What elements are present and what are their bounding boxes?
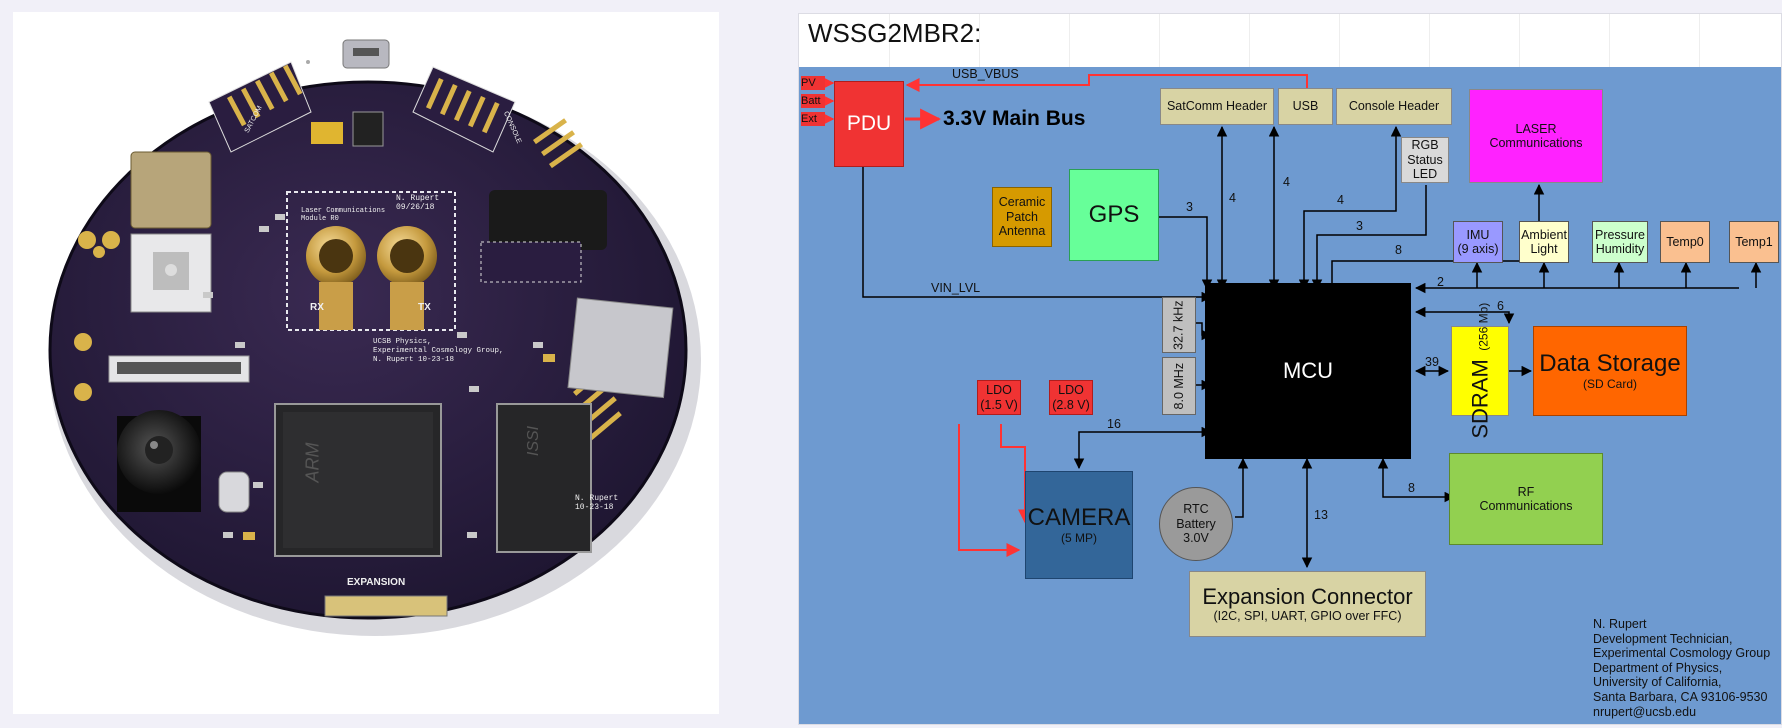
rf-coil	[489, 190, 607, 250]
ldo-2v8-block: LDO (2.8 V)	[1049, 380, 1093, 415]
camera-sub-label: (5 MP)	[1061, 530, 1097, 545]
silk-tx: TX	[418, 302, 431, 313]
crystal-8mhz-label: 8.0 MHz	[1171, 362, 1186, 410]
bus-width-sdram: 39	[1425, 355, 1439, 369]
gps-block: GPS	[1069, 169, 1159, 261]
bus-width-camera: 16	[1107, 417, 1121, 431]
temp0-block: Temp0	[1660, 221, 1710, 263]
storage-sub-label: (SD Card)	[1582, 376, 1637, 391]
bus-width-sensors: 2	[1437, 275, 1444, 289]
bus-width-rf: 8	[1408, 481, 1415, 495]
silk-mcu-brand: ARM	[302, 442, 323, 483]
sd-card-slot	[567, 297, 674, 399]
camera-label: CAMERA	[1027, 504, 1131, 532]
crystal-32khz-label: 32.7 kHz	[1171, 300, 1186, 350]
main-bus-label: 3.3V Main Bus	[943, 107, 1086, 130]
sdram-label: SDRAM	[1467, 359, 1493, 439]
silk-ucsb: UCSB Physics, Experimental Cosmology Gro…	[373, 338, 504, 364]
pressure-humidity-block: Pressure Humidity	[1592, 221, 1648, 263]
expansion-label: Expansion Connector	[1202, 584, 1413, 610]
storage-label: Data Storage	[1539, 350, 1681, 378]
bus-width-usb: 4	[1283, 175, 1290, 189]
sdram-block: SDRAM (256 Mb)	[1451, 303, 1509, 439]
bus-width-satcomm: 4	[1229, 191, 1236, 205]
silk-date: N. Rupert 10-23-18	[575, 494, 619, 512]
data-storage-block: Data Storage (SD Card)	[1533, 326, 1687, 416]
expansion-connector-block: Expansion Connector (I2C, SPI, UART, GPI…	[1189, 571, 1426, 637]
ldo-1v5-block: LDO (1.5 V)	[977, 380, 1021, 415]
author-signature: N. Rupert Development Technician, Experi…	[1593, 617, 1771, 719]
bus-width-storage: 6	[1497, 299, 1504, 313]
silk-header: N. Rupert 09/26/18	[396, 194, 440, 212]
satcom-header	[208, 61, 312, 153]
input-ext: Ext	[801, 112, 825, 126]
console-header	[412, 66, 516, 153]
console-header-block: Console Header	[1336, 88, 1452, 125]
crystal-32khz: 32.7 kHz	[1162, 297, 1196, 353]
sdram-chip	[496, 403, 592, 553]
vin-lvl-label: VIN_LVL	[931, 281, 981, 295]
expansion-sub-label: (I2C, SPI, UART, GPIO over FFC)	[1213, 609, 1402, 624]
expansion-ffc	[324, 595, 448, 617]
silk-expansion: EXPANSION	[347, 577, 406, 588]
ambient-light-block: Ambient Light	[1519, 221, 1569, 263]
silk-laser-title: Laser Communications Module R0	[301, 207, 386, 223]
board-photo: N. Rupert 09/26/18 Laser Communications …	[13, 12, 719, 714]
rf-comm-block: RF Communications	[1449, 453, 1603, 545]
imu-block: IMU (9 axis)	[1453, 221, 1503, 263]
mcu-block: MCU	[1205, 283, 1411, 459]
silk-rx: RX	[310, 302, 324, 313]
sdram-size-label: (256 Mb)	[1476, 303, 1491, 352]
laser-module-outline	[286, 191, 456, 331]
sdram-text: SDRAM (256 Mb)	[1467, 303, 1492, 439]
connection-lines	[820, 74, 1762, 569]
bus-width-expansion: 13	[1314, 508, 1328, 522]
pdu-block: PDU	[834, 81, 904, 167]
bus-width-rgb: 3	[1356, 219, 1363, 233]
silk-ram-brand: ISSI	[525, 425, 543, 457]
diagram-title: WSSG2MBR2:	[808, 18, 982, 48]
camera-block: CAMERA (5 MP)	[1025, 471, 1133, 579]
bus-width-gps: 3	[1186, 200, 1193, 214]
ceramic-antenna-block: Ceramic Patch Antenna	[992, 187, 1052, 247]
laser-comm-block: LASER Communications	[1469, 89, 1603, 183]
temp1-block: Temp1	[1729, 221, 1779, 263]
input-batt: Batt	[801, 94, 825, 108]
rgb-led-block: RGB Status LED	[1401, 137, 1449, 183]
crystal-8mhz: 8.0 MHz	[1162, 357, 1196, 415]
input-pv: PV	[801, 76, 825, 90]
usb-block: USB	[1278, 88, 1333, 125]
pcb-illustration	[48, 39, 701, 636]
diagram-canvas: PV Batt Ext PDU 3.3V Main Bus USB_VBUS V…	[799, 67, 1781, 724]
gps-module	[130, 151, 212, 229]
satcomm-header-block: SatComm Header	[1160, 88, 1274, 125]
rtc-battery-block: RTC Battery 3.0V	[1159, 487, 1233, 561]
block-diagram: WSSG2MBR2:	[798, 13, 1782, 725]
bus-width-laser: 8	[1395, 243, 1402, 257]
usb-vbus-label: USB_VBUS	[952, 67, 1019, 81]
bus-width-console: 4	[1337, 193, 1344, 207]
